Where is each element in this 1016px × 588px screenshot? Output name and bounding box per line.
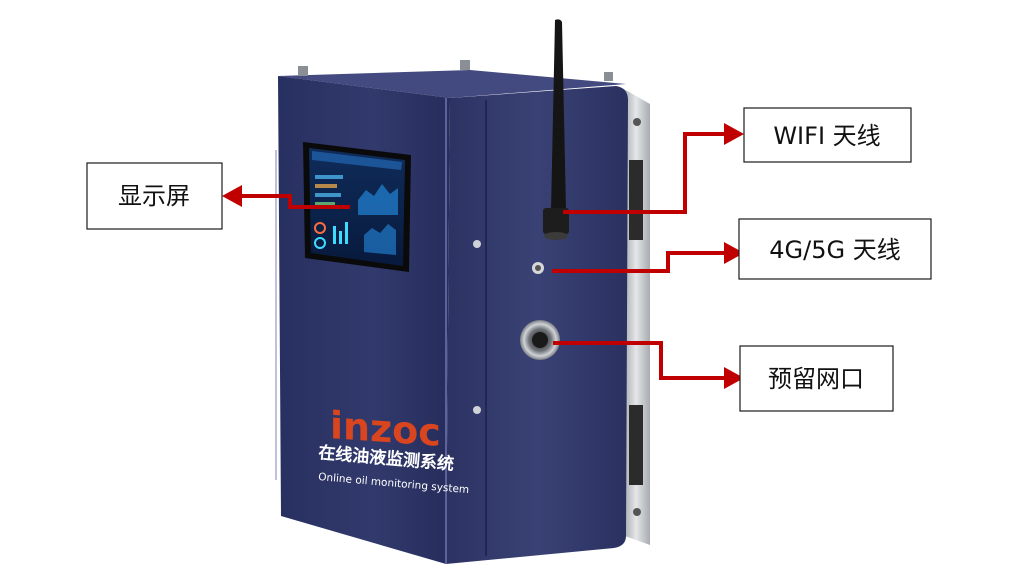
callout-display-label: 显示屏 <box>118 182 190 210</box>
screw-icon <box>604 72 613 81</box>
screw-icon <box>298 66 308 76</box>
screw-icon <box>473 406 481 414</box>
screw-icon <box>473 240 481 248</box>
arrow-display <box>222 185 350 209</box>
arrow-cellular <box>552 242 744 273</box>
display-screen <box>303 142 411 272</box>
callout-cellular: 4G/5G 天线 <box>738 218 932 280</box>
callout-port-label: 预留网口 <box>768 365 864 393</box>
mounting-bracket-icon <box>622 88 650 545</box>
callout-display: 显示屏 <box>86 162 223 230</box>
callout-cellular-label: 4G/5G 天线 <box>769 236 900 264</box>
housing-top <box>278 70 626 98</box>
arrow-port <box>553 341 744 389</box>
callout-port: 预留网口 <box>739 345 894 412</box>
callout-wifi-label: WIFI 天线 <box>773 122 880 150</box>
brand-logo: inzoc <box>330 403 441 455</box>
connector-port-icon <box>520 320 560 360</box>
cellular-jack-icon <box>532 262 544 274</box>
arrow-wifi <box>563 123 744 214</box>
callout-wifi: WIFI 天线 <box>743 107 912 163</box>
screw-icon <box>460 60 470 70</box>
antenna-icon <box>543 19 569 240</box>
